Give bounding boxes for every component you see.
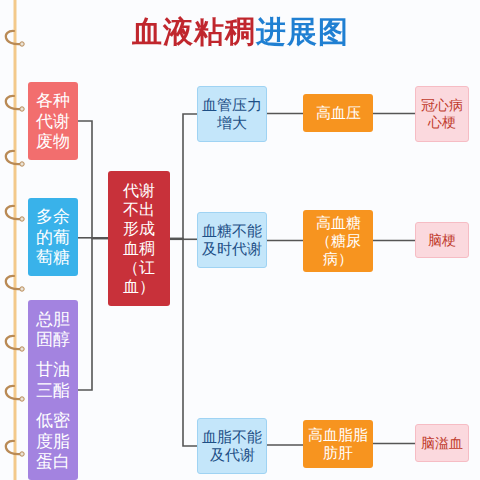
spiral-ring (6, 386, 22, 399)
ring-hole (20, 397, 24, 401)
spiral-ring (6, 31, 22, 44)
spiral-ring (6, 276, 22, 289)
ring-hole (20, 107, 24, 111)
box-label: 血脂不能及代谢 (202, 428, 262, 464)
process-box: 脑溢血 (415, 424, 469, 462)
spiral-rings (6, 31, 24, 456)
process-box: 血脂不能及代谢 (197, 418, 267, 474)
margin-strip (14, 0, 17, 480)
spiral-ring (6, 96, 22, 109)
process-box: 总胆固醇甘油三酯低密度脂蛋白 (28, 300, 78, 480)
box-label: 总胆固醇 (35, 309, 71, 350)
process-box: 冠心病心梗 (415, 86, 469, 142)
ring-hole (20, 452, 24, 456)
box-label: 高血脂脂肪肝 (307, 426, 369, 462)
connector (373, 113, 415, 115)
connector (170, 239, 197, 446)
box-label: 各种代谢废物 (35, 90, 71, 151)
box-label: 冠心病心梗 (421, 97, 463, 131)
connector (78, 121, 108, 239)
connector (267, 444, 303, 446)
spiral-ring (6, 206, 22, 219)
ring-hole (20, 287, 24, 291)
connector (170, 114, 197, 239)
box-label: 脑梗 (428, 232, 456, 249)
box-label: 多余的葡萄糖 (35, 206, 71, 267)
connector (78, 239, 108, 390)
process-box: 高血脂脂肪肝 (303, 420, 373, 468)
process-box: 高血压 (303, 94, 373, 132)
box-label: 高血压 (316, 104, 361, 122)
box-label: 高血糖（糖尿病） (307, 214, 369, 268)
process-box: 代谢不出形成血稠（讧血） (108, 171, 170, 306)
title: 血液粘稠进展图 (132, 12, 349, 53)
connector (267, 113, 303, 115)
spiral-ring (6, 441, 22, 454)
ring-hole (20, 347, 24, 351)
spiral-ring (6, 336, 22, 349)
box-label: 血管压力增大 (202, 96, 262, 132)
process-box: 高血糖（糖尿病） (303, 210, 373, 272)
connector (267, 240, 303, 242)
process-box: 血糖不能及时代谢 (197, 212, 267, 268)
title-bar: 血液粘稠进展图 (0, 12, 480, 53)
ring-hole (20, 42, 24, 46)
connector (373, 240, 415, 242)
spiral-ring (6, 151, 22, 164)
box-label: 甘油三酯 (35, 359, 71, 400)
box-label: 代谢不出形成血稠（讧血） (118, 181, 160, 296)
connector (373, 443, 415, 445)
process-box: 脑梗 (415, 222, 469, 258)
process-box: 各种代谢废物 (28, 82, 78, 160)
box-label: 低密度脂蛋白 (35, 410, 71, 471)
process-box: 多余的葡萄糖 (28, 198, 78, 276)
ring-hole (20, 217, 24, 221)
process-box: 血管压力增大 (197, 86, 267, 142)
box-label: 脑溢血 (421, 435, 463, 452)
box-label: 血糖不能及时代谢 (202, 222, 262, 258)
ring-hole (20, 162, 24, 166)
